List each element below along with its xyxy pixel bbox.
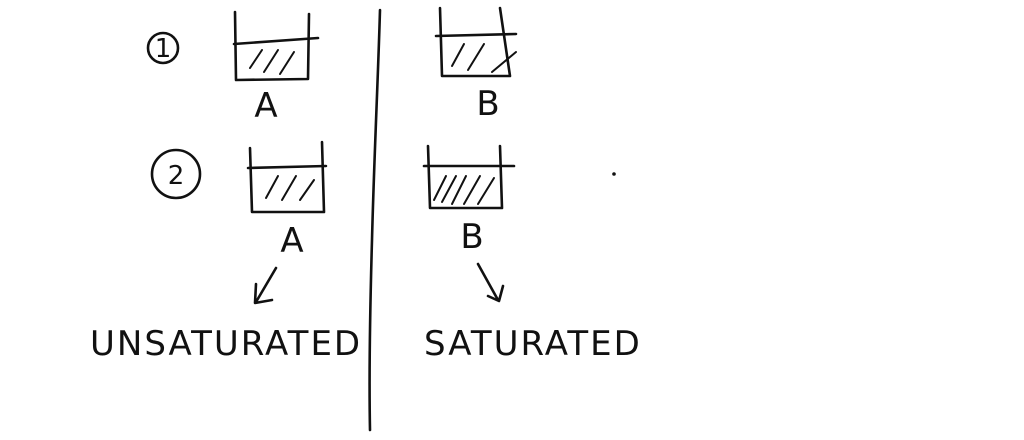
stray-dot <box>612 172 616 176</box>
beaker-a-1 <box>232 10 320 82</box>
scenario-2-number: 2 <box>168 161 185 191</box>
scenario-1-number: 1 <box>155 34 172 64</box>
label-b-2: B <box>460 217 483 257</box>
arrow-down-right <box>476 262 505 303</box>
label-a-2: A <box>280 221 303 261</box>
scenario-2-circle <box>150 148 202 200</box>
outcome-saturated: SATURATED <box>424 324 642 364</box>
arrow-down-left <box>253 266 278 305</box>
beaker-a-2 <box>246 140 328 214</box>
scenario-1: 1 A B <box>146 6 518 126</box>
scenario-1-circle <box>146 31 180 65</box>
label-b-1: B <box>476 84 499 124</box>
scenario-2: 2 A B <box>150 140 516 261</box>
beaker-b-1 <box>434 6 518 78</box>
beaker-b-2 <box>422 144 516 210</box>
outcome-unsaturated: UNSATURATED <box>90 324 362 364</box>
label-a-1: A <box>254 86 277 126</box>
divider-line <box>368 8 382 432</box>
